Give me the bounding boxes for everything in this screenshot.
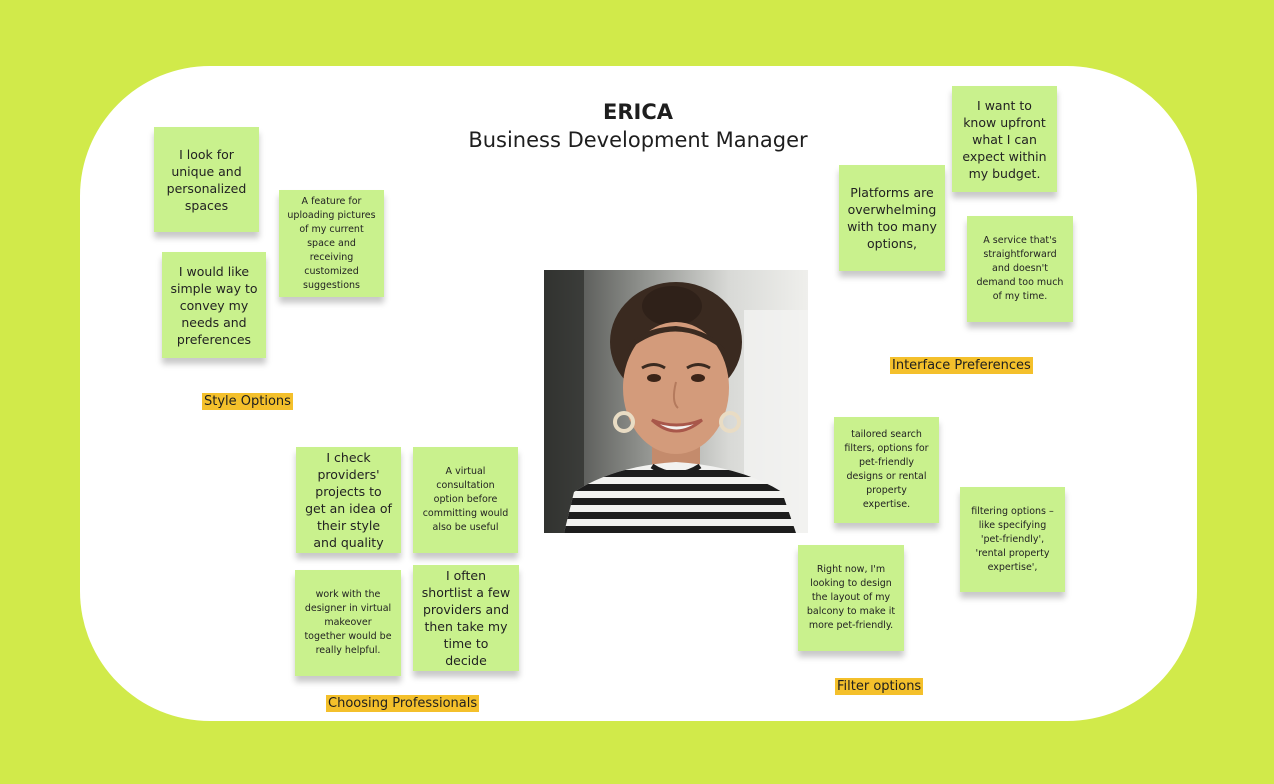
- persona-portrait-image: [544, 270, 808, 533]
- sticky-note[interactable]: filtering options – like specifying 'pet…: [960, 487, 1065, 592]
- group-label-interface-preferences[interactable]: Interface Preferences: [890, 357, 1033, 374]
- persona-name: ERICA: [603, 100, 673, 124]
- group-label-choosing-professionals[interactable]: Choosing Professionals: [326, 695, 480, 712]
- sticky-note[interactable]: Platforms are overwhelming with too many…: [839, 165, 945, 271]
- sticky-note[interactable]: A virtual consultation option before com…: [413, 447, 518, 553]
- persona-photo[interactable]: [544, 270, 808, 533]
- sticky-note[interactable]: I often shortlist a few providers and th…: [413, 565, 519, 671]
- group-label-filter-options[interactable]: Filter options: [835, 678, 924, 695]
- sticky-note[interactable]: work with the designer in virtual makeov…: [295, 570, 401, 676]
- sticky-note[interactable]: I look for unique and personalized space…: [154, 127, 259, 232]
- group-label-style-options[interactable]: Style Options: [202, 393, 293, 410]
- sticky-note[interactable]: I would like simple way to convey my nee…: [162, 252, 266, 358]
- sticky-note[interactable]: I check providers' projects to get an id…: [296, 447, 401, 553]
- sticky-note[interactable]: Right now, I'm looking to design the lay…: [798, 545, 904, 651]
- persona-role: Business Development Manager: [468, 128, 808, 152]
- sticky-note[interactable]: I want to know upfront what I can expect…: [952, 86, 1057, 192]
- sticky-note[interactable]: A service that's straightforward and doe…: [967, 216, 1073, 322]
- sticky-note[interactable]: A feature for uploading pictures of my c…: [279, 190, 384, 297]
- sticky-note[interactable]: tailored search filters, options for pet…: [834, 417, 939, 523]
